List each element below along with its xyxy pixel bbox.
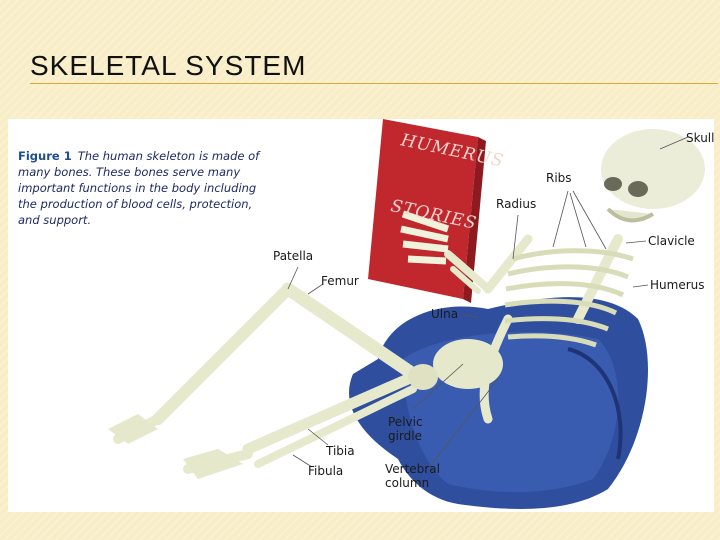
- pelvis: [408, 339, 503, 390]
- label-humerus: Humerus: [650, 278, 705, 292]
- label-skull: Skull: [686, 131, 715, 145]
- label-ribs: Ribs: [546, 171, 572, 185]
- skeleton-illustration: [108, 119, 705, 509]
- label-pelvic-girdle: Pelvic girdle: [388, 415, 423, 443]
- figure-caption-text: The human skeleton is made of many bones…: [18, 149, 260, 227]
- label-patella: Patella: [273, 249, 314, 263]
- label-ulna: Ulna: [431, 307, 459, 321]
- label-fibula: Fibula: [308, 464, 344, 478]
- label-vertebral-column: Vertebral column: [385, 462, 440, 490]
- skull: [601, 129, 705, 223]
- ribcage: [504, 248, 634, 348]
- hand-bones: [400, 210, 450, 265]
- feet: [108, 414, 243, 479]
- slide-title: SKELETAL SYSTEM: [30, 50, 307, 81]
- label-femur: Femur: [321, 274, 359, 288]
- label-clavicle: Clavicle: [648, 234, 695, 248]
- figure-label: Figure 1: [18, 149, 72, 163]
- label-radius: Radius: [496, 197, 537, 211]
- leader-lines: [287, 136, 689, 470]
- label-tibia: Tibia: [326, 444, 355, 458]
- title-divider: [30, 83, 718, 84]
